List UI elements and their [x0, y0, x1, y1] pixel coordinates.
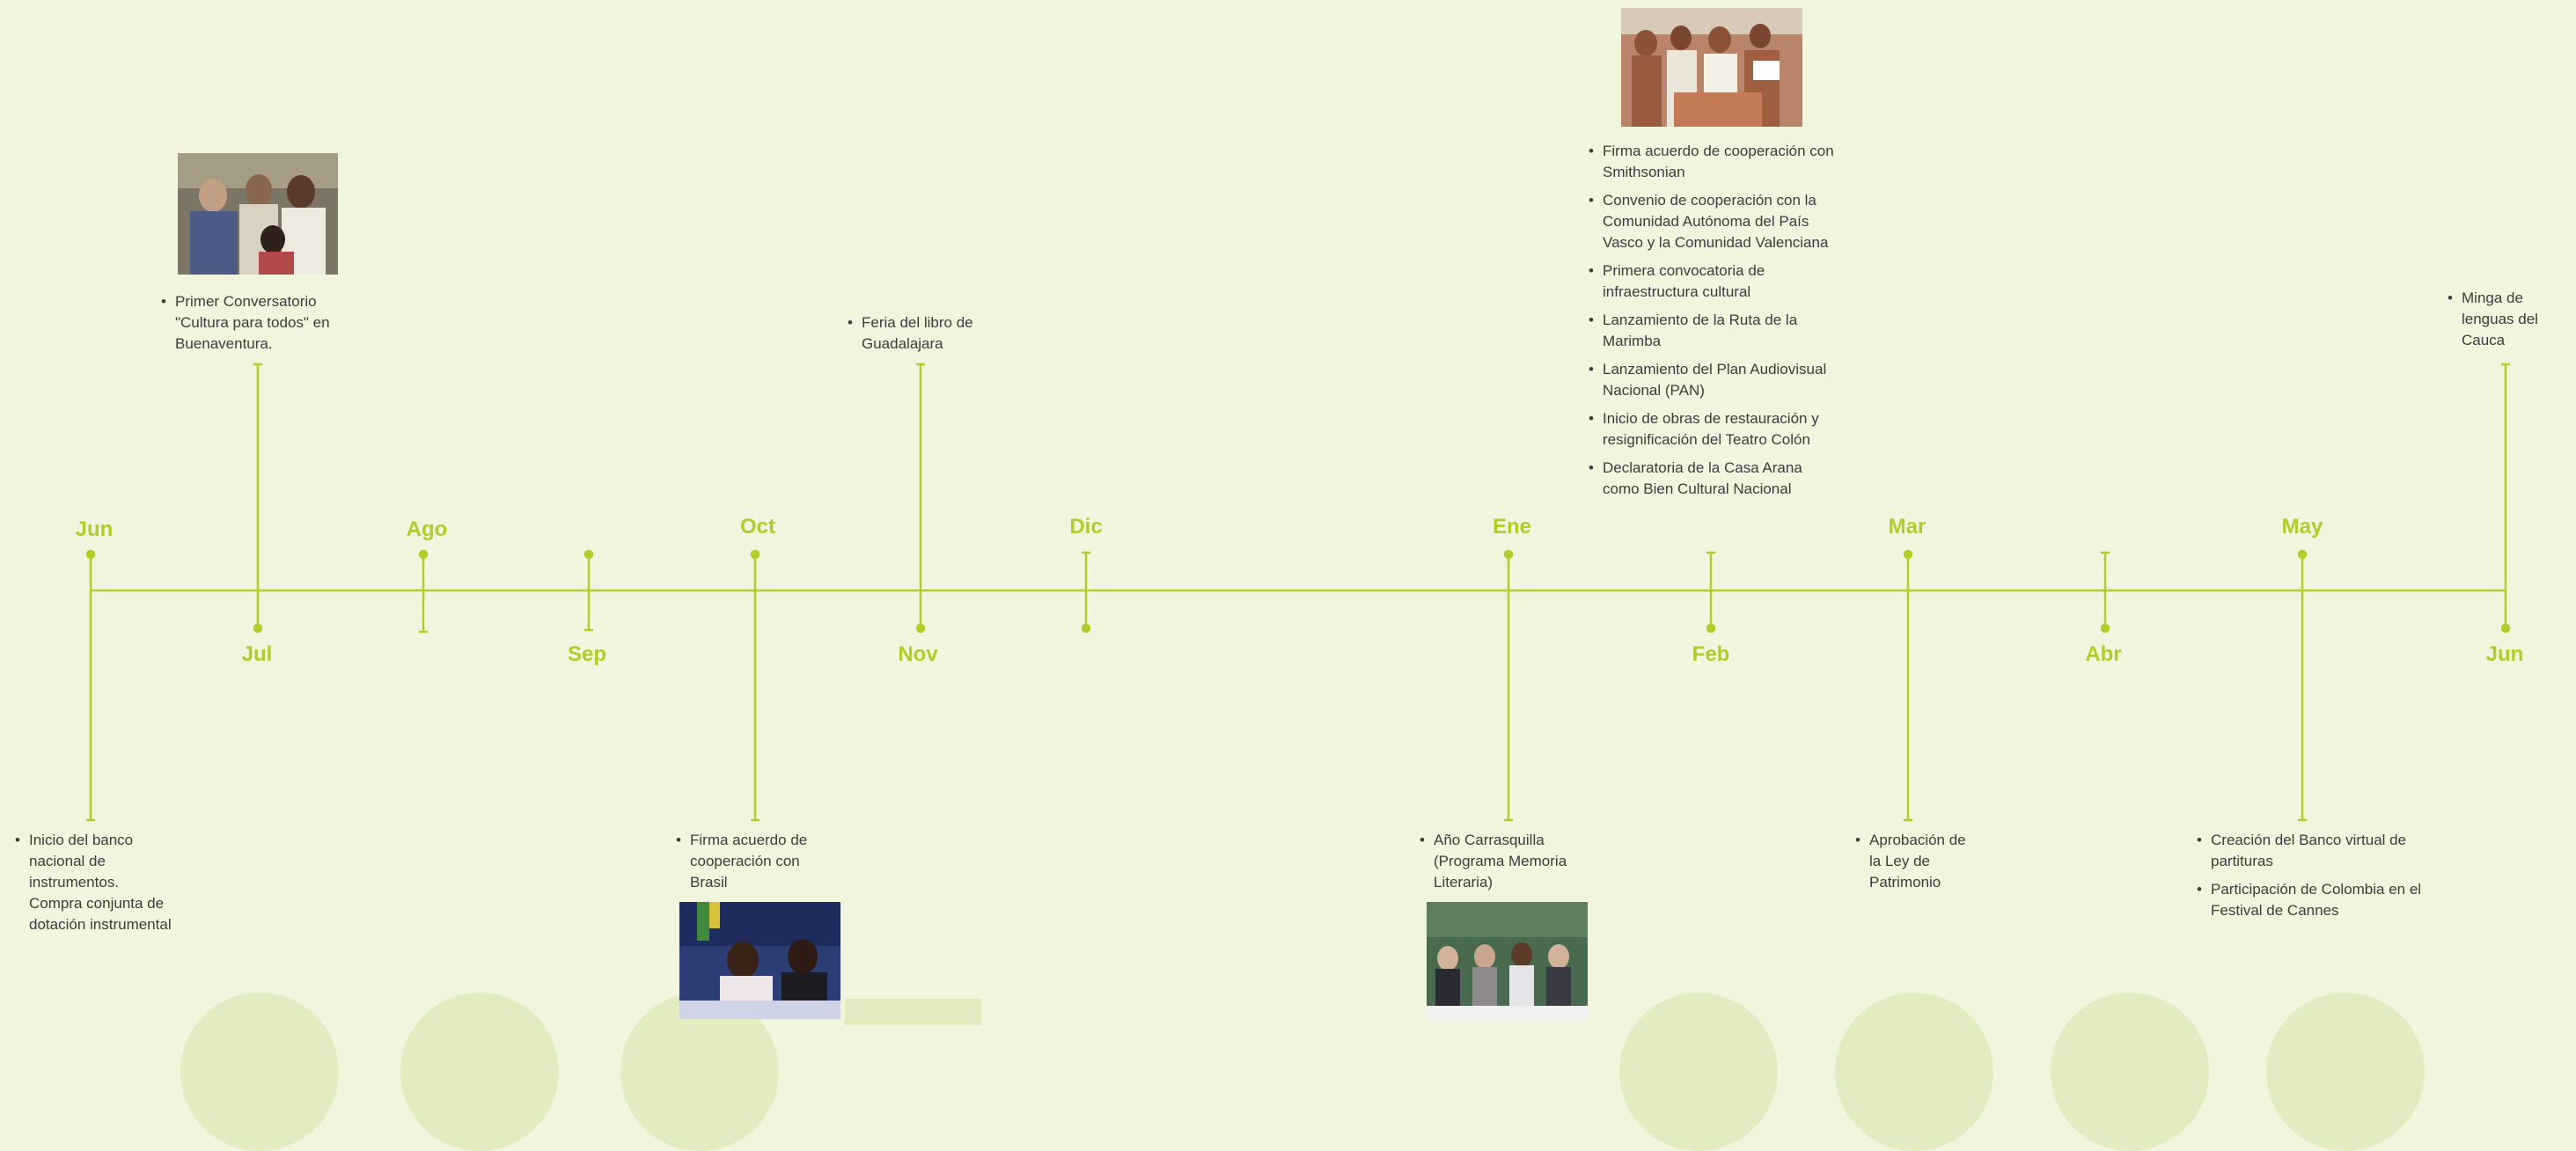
event-item: Inicio del banco nacional de instrumento… — [15, 830, 173, 935]
event-item: Año Carrasquilla (Programa Memoria Liter… — [1420, 830, 1596, 893]
month-label: Oct — [739, 515, 776, 539]
event-item: Lanzamiento del Plan Audiovisual Naciona… — [1589, 359, 1837, 401]
tick-may — [2297, 549, 2308, 822]
month-label: Jul — [241, 642, 273, 666]
event-list-feb: Firma acuerdo de cooperación con Smithso… — [1589, 141, 1837, 507]
tick-jun-start — [85, 549, 96, 822]
tick-jun-end — [2500, 363, 2511, 634]
event-list-nov: Feria del libro de Guadalajara — [848, 312, 1010, 362]
tick-sep — [583, 549, 594, 632]
month-label: Nov — [898, 642, 938, 666]
photo-acuerdo-brasil — [679, 902, 840, 1019]
tick-dic — [1081, 551, 1091, 634]
event-list-jun-end: Minga de lenguas del Cauca — [2448, 288, 2553, 358]
tick-oct — [750, 549, 760, 822]
event-item: Firma acuerdo de cooperación con Smithso… — [1589, 141, 1837, 183]
event-item: Primera convocatoria de infraestructura … — [1589, 260, 1837, 303]
tick-nov — [915, 363, 926, 634]
month-label: Dic — [1069, 515, 1103, 539]
event-item: Inicio de obras de restauración y resign… — [1589, 408, 1837, 451]
event-item: Feria del libro de Guadalajara — [848, 312, 1010, 355]
tick-mar — [1903, 549, 1913, 822]
month-label: Jun — [75, 517, 114, 541]
photo-smithsonian — [1621, 8, 1802, 127]
timeline-axis-graphic — [85, 363, 2511, 822]
month-label: Mar — [1888, 515, 1926, 539]
event-item: Participación de Colombia en el Festival… — [2197, 879, 2426, 921]
event-item: Primer Conversatorio "Cultura para todos… — [161, 291, 359, 355]
event-item: Declaratoria de la Casa Arana como Bien … — [1589, 458, 1837, 500]
event-list-jun-start: Inicio del banco nacional de instrumento… — [15, 830, 173, 942]
event-list-may: Creación del Banco virtual de partituras… — [2197, 830, 2426, 928]
photo-conversatorio-buenaventura — [178, 153, 338, 275]
tick-abr — [2100, 551, 2110, 634]
event-list-jul: Primer Conversatorio "Cultura para todos… — [161, 291, 359, 362]
tick-jul — [253, 363, 263, 634]
event-item: Lanzamiento de la Ruta de la Marimba — [1589, 310, 1837, 352]
tick-ene — [1503, 549, 1514, 822]
event-list-ene: Año Carrasquilla (Programa Memoria Liter… — [1420, 830, 1596, 900]
month-label: Ene — [1492, 515, 1532, 539]
month-label: Feb — [1692, 642, 1730, 666]
photo-ano-carrasquilla — [1427, 902, 1588, 1019]
event-item: Minga de lenguas del Cauca — [2448, 288, 2553, 351]
event-item: Aprobación de la Ley de Patrimonio — [1855, 830, 1970, 893]
tick-ago — [418, 549, 429, 634]
month-label: Sep — [567, 642, 607, 666]
tick-feb — [1706, 551, 1716, 634]
month-label: May — [2281, 515, 2323, 539]
event-item: Firma acuerdo de cooperación con Brasil — [676, 830, 834, 893]
month-label: Abr — [2085, 642, 2122, 666]
event-list-mar: Aprobación de la Ley de Patrimonio — [1855, 830, 1970, 900]
month-label: Jun — [2485, 642, 2524, 666]
event-item: Convenio de cooperación con la Comunidad… — [1589, 190, 1837, 253]
event-list-oct: Firma acuerdo de cooperación con Brasil — [676, 830, 834, 900]
timeline: Jun Jul Ago Sep Oct Nov Dic Ene Feb Mar … — [0, 0, 2576, 1019]
event-item: Creación del Banco virtual de partituras — [2197, 830, 2426, 872]
month-label: Ago — [406, 517, 448, 541]
